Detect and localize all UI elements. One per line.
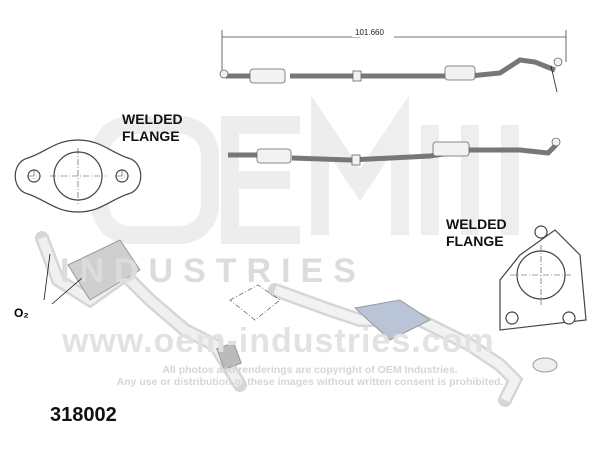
left-flange-icon xyxy=(14,139,142,213)
watermark-copyright-1: All photos and renderings are copyright … xyxy=(162,364,458,376)
label-line: FLANGE xyxy=(446,233,504,249)
top-view-assembly xyxy=(219,57,563,93)
part-number: 318002 xyxy=(50,404,117,426)
watermark-industries: INDUSTRIES xyxy=(60,252,366,290)
label-line: FLANGE xyxy=(122,128,180,144)
label-line: WELDED xyxy=(446,216,507,232)
left-flange-label: WELDED FLANGE xyxy=(122,111,183,145)
watermark-copyright-2: Any use or distribution of these images … xyxy=(116,376,504,388)
watermark-url: www.oem-industries.com xyxy=(62,322,495,360)
label-line: WELDED xyxy=(122,111,183,127)
right-flange-icon xyxy=(499,225,587,331)
dimension-value: 101.660 xyxy=(352,28,387,37)
side-view-assembly xyxy=(228,137,561,166)
dimension-line xyxy=(221,30,567,70)
rendered-assembly xyxy=(35,231,558,407)
watermark-logo xyxy=(91,95,519,244)
o2-sensor-label: O₂ xyxy=(14,306,29,320)
right-flange-label: WELDED FLANGE xyxy=(446,216,507,250)
